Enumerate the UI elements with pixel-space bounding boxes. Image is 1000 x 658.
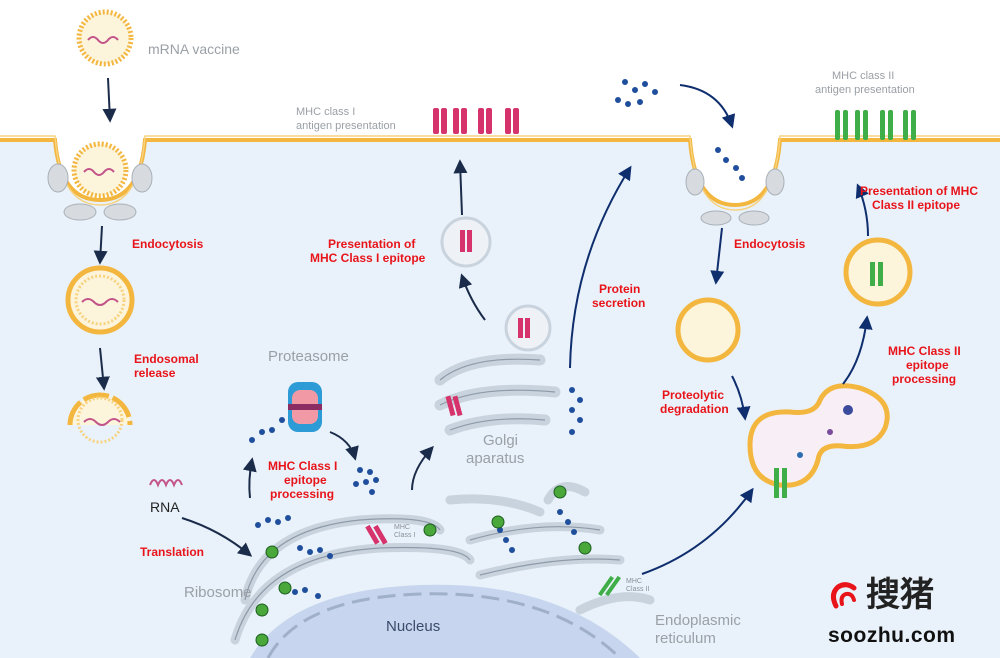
label-proteasome: Proteasome — [268, 348, 349, 365]
label-protein-secretion-line1: Protein — [599, 282, 641, 296]
label-endocytosis-left: Endocytosis — [132, 237, 204, 251]
label-er-line2: reticulum — [655, 630, 716, 647]
label-presentation-mhc1-line2: MHC Class I epitope — [310, 251, 426, 265]
watermark-domain: soozhu.com — [828, 624, 956, 647]
clathrin-left — [47, 163, 153, 221]
label-mhc1-small-line1: MHC — [394, 524, 410, 531]
mhc2-surface — [835, 110, 916, 140]
label-mhc1-small-line2: Class I — [394, 532, 416, 539]
label-proteolytic-line1: Proteolytic — [662, 388, 725, 402]
rna-coil — [149, 479, 183, 488]
label-mhc1-processing-line1: MHC Class I — [268, 459, 338, 473]
mrna-vaccine-particle — [76, 9, 134, 67]
lnp-in-pit — [71, 141, 129, 199]
label-ribosome: Ribosome — [184, 584, 252, 601]
mhc1-vesicle — [440, 216, 492, 268]
mhc1-surface — [433, 108, 519, 134]
label-endocytosis-right: Endocytosis — [734, 237, 806, 251]
ribosomes — [255, 485, 592, 647]
released-endosome — [67, 392, 133, 444]
mhc2-vesicle — [843, 237, 913, 307]
mhc2-er — [598, 575, 621, 597]
label-endosomal-release-line1: Endosomal — [134, 352, 199, 366]
label-mhc2-processing-line1: MHC Class II — [888, 344, 961, 358]
arrows-black — [93, 77, 486, 557]
label-er-line1: Endoplasmic — [655, 612, 741, 629]
label-endosomal-release-line2: release — [134, 366, 176, 380]
watermark-logo-icon — [828, 580, 862, 614]
cell-membrane — [0, 138, 1000, 208]
label-mhc1-presentation-line2: antigen presentation — [296, 120, 396, 132]
right-endosome — [675, 297, 741, 363]
label-presentation-mhc2-line1: Presentation of MHC — [860, 184, 979, 198]
label-mhc2-processing-line2: epitope — [906, 358, 949, 372]
arrows-blue — [569, 84, 873, 575]
mhc1-golgi — [445, 318, 530, 417]
nucleus — [250, 584, 640, 658]
label-translation: Translation — [140, 545, 205, 559]
label-mhc1-presentation-line1: MHC class I — [296, 106, 356, 118]
label-golgi-line1: Golgi — [483, 432, 519, 449]
label-mrna-vaccine: mRNA vaccine — [148, 41, 240, 57]
label-mhc2-small-line1: MHC — [626, 578, 642, 585]
watermark-chinese: 搜猪 — [866, 575, 934, 615]
label-nucleus: Nucleus — [386, 618, 441, 635]
label-golgi-line2: aparatus — [466, 450, 525, 467]
label-proteolytic-line2: degradation — [660, 402, 729, 416]
label-mhc1-processing-line2: epitope — [284, 473, 327, 487]
label-presentation-mhc2-line2: Class II epitope — [872, 198, 961, 212]
label-mhc1-processing-line3: processing — [270, 487, 335, 501]
label-mhc2-small-line2: Class II — [626, 586, 650, 593]
label-protein-secretion-line2: secretion — [592, 296, 646, 310]
proteasome — [288, 382, 322, 432]
label-mhc2-presentation-line2: antigen presentation — [815, 84, 915, 96]
clathrin-right — [685, 168, 785, 226]
label-mhc2-presentation-line1: MHC class II — [832, 70, 895, 82]
label-mhc2-processing-line3: processing — [892, 372, 957, 386]
cytoplasm — [0, 140, 1000, 658]
label-presentation-mhc1-line1: Presentation of — [328, 237, 416, 251]
endosome — [65, 265, 135, 335]
mhc1-er — [365, 524, 388, 545]
mhc2-loading-compartment — [747, 383, 890, 498]
label-rna: RNA — [150, 499, 180, 515]
